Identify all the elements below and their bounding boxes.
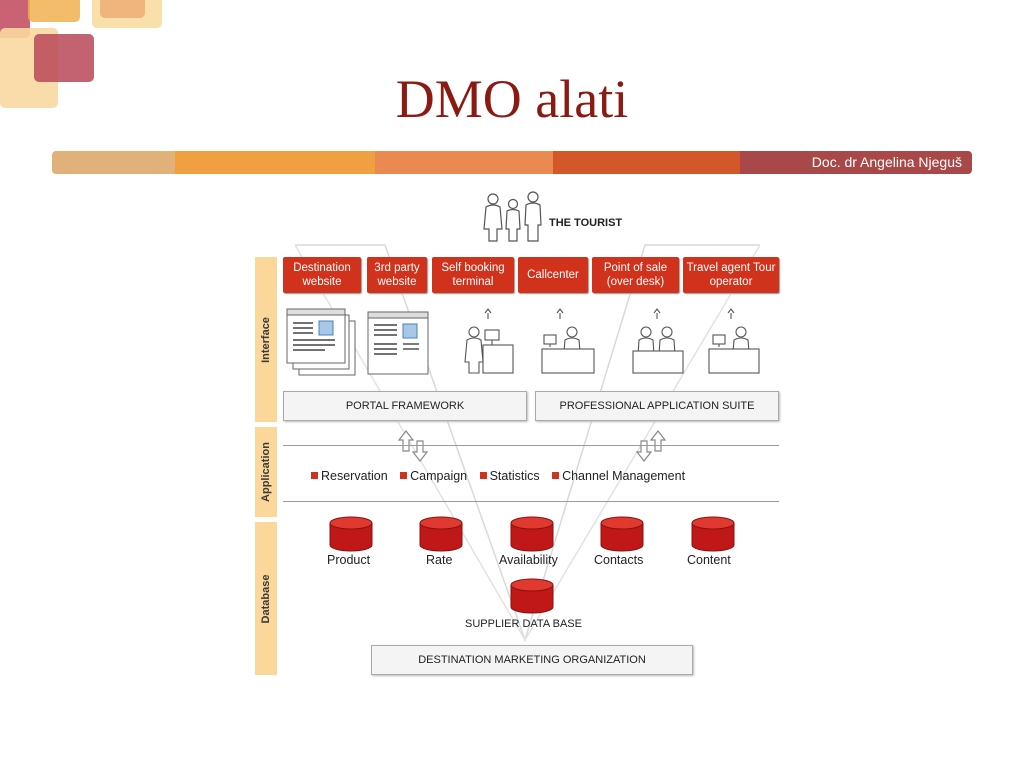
module-campaign: Campaign [400,469,467,483]
portal-framework-box: PORTAL FRAMEWORK [283,391,527,421]
channel-third-party-website: 3rd party website [367,257,427,293]
channel-callcenter: Callcenter [518,257,588,293]
kiosk-user-icon [464,308,514,374]
module-campaign-label: Campaign [410,469,468,483]
dmo-architecture-diagram: THE TOURIST Interface Application Databa… [255,185,785,680]
dmo-box: DESTINATION MARKETING ORGANIZATION [371,645,693,675]
module-reservation: Reservation [311,469,388,483]
module-statistics-label: Statistics [489,469,540,483]
layer-interface: Interface [255,257,277,422]
layer-application: Application [255,427,277,517]
database-icons [329,516,735,614]
application-bottom-rule [283,501,779,502]
rate-db-icon [419,516,463,552]
third-party-page-icon [367,311,429,375]
website-pages-icon [286,308,356,376]
module-channel-management: Channel Management [552,469,685,483]
author-label: Doc. dr Angelina Njeguš [811,154,962,170]
module-reservation-label: Reservation [321,469,388,483]
professional-suite-box: PROFESSIONAL APPLICATION SUITE [535,391,779,421]
layer-database: Database [255,522,277,675]
product-db-icon [329,516,373,552]
tourist-icon [483,191,542,242]
callcenter-operator-icon [541,308,595,374]
module-channel-management-label: Channel Management [562,469,686,483]
application-modules: Reservation Campaign Statistics Channel … [311,467,693,485]
channel-travel-agent: Travel agent Tour operator [683,257,779,293]
content-db-icon [691,516,735,552]
updown-arrow-icon [635,430,667,462]
channel-point-of-sale: Point of sale (over desk) [592,257,679,293]
channel-self-booking-terminal: Self booking terminal [432,257,514,293]
availability-db-icon [510,516,554,552]
slide-title: DMO alati [395,69,629,129]
db-label-content: Content [687,553,731,567]
contacts-db-icon [600,516,644,552]
channel-destination-website: Destination website [283,257,361,293]
tourist-label: THE TOURIST [549,217,623,229]
db-label-rate: Rate [426,553,453,567]
application-top-rule [283,445,779,446]
db-label-contacts: Contacts [594,553,644,567]
supplier-db-icon [510,578,554,614]
db-label-availability: Availability [499,553,558,567]
module-statistics: Statistics [479,469,540,483]
supplier-db-label: SUPPLIER DATA BASE [465,618,582,630]
point-of-sale-icon [632,308,684,374]
db-label-product: Product [327,553,371,567]
travel-agent-icon [708,308,760,374]
